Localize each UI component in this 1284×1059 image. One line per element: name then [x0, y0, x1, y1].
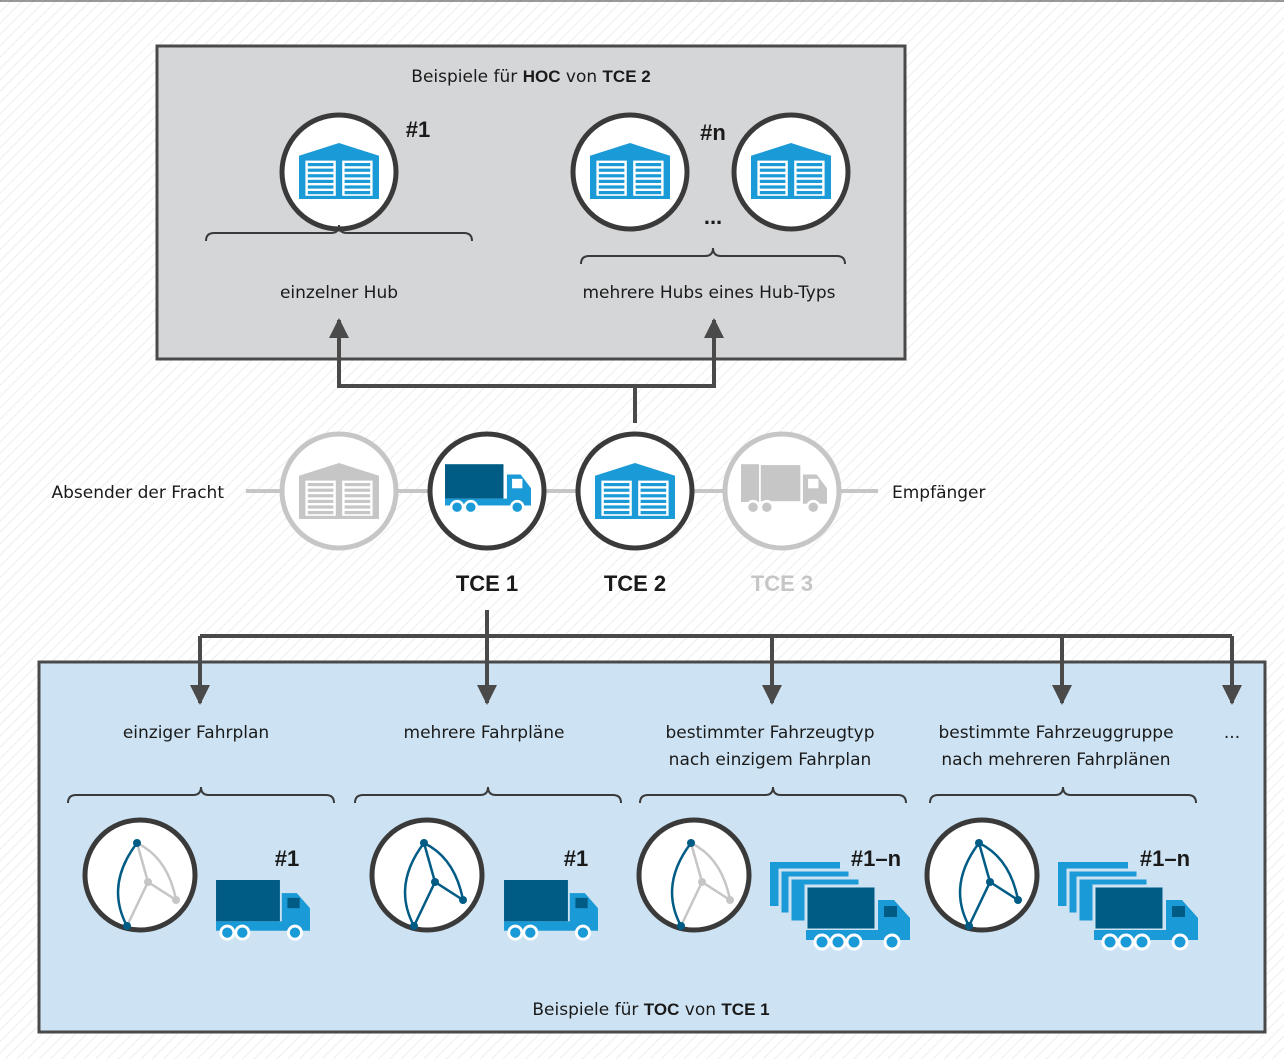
toc-item-4-label-line2: nach mehreren Fahrplänen	[941, 750, 1170, 770]
single-hub-label: einzelner Hub	[280, 283, 398, 303]
multi-hub-count: #n	[700, 120, 726, 145]
route-icon-1	[82, 817, 198, 933]
single-hub-icon	[279, 112, 399, 232]
sender-label: Absender der Fracht	[51, 483, 224, 503]
route-icon-4	[924, 817, 1040, 933]
route-icon-2	[369, 817, 485, 933]
hoc-connector	[329, 318, 724, 423]
toc-item-3-count: #1–n	[851, 846, 901, 871]
multi-hub-icon-1	[570, 112, 690, 232]
toc-item-1-label: einziger Fahrplan	[123, 723, 269, 743]
tce3-truck-icon	[722, 431, 842, 551]
tce1-truck-icon	[427, 431, 547, 551]
tce3-label: TCE 3	[751, 571, 813, 596]
route-icon-3	[636, 817, 752, 933]
toc-item-4-label-line1: bestimmte Fahrzeuggruppe	[938, 723, 1173, 743]
multi-hub-ellipsis: ...	[704, 204, 722, 229]
toc-item-1-count: #1	[275, 846, 299, 871]
multi-hub-icon-2	[731, 112, 851, 232]
single-hub-count: #1	[406, 117, 430, 142]
toc-item-3-label-line1: bestimmter Fahrzeugtyp	[666, 723, 875, 743]
tce2-label: TCE 2	[604, 571, 666, 596]
toc-braces	[67, 786, 1197, 804]
toc-item-4-count: #1–n	[1140, 846, 1190, 871]
multi-hub-brace	[580, 247, 846, 265]
receiver-label: Empfänger	[892, 483, 986, 503]
toc-item-3-label-line2: nach einzigem Fahrplan	[669, 750, 872, 770]
single-hub-brace	[205, 224, 473, 242]
toc-item-2-label: mehrere Fahrpläne	[404, 723, 565, 743]
tce2-hub-icon	[575, 431, 695, 551]
toc-more-ellipsis: ...	[1224, 723, 1240, 743]
toc-item-2-count: #1	[564, 846, 588, 871]
tce1-label: TCE 1	[456, 571, 518, 596]
hoc-title: Beispiele für HOC von TCE 2	[411, 67, 650, 87]
sender-hub-icon	[279, 431, 399, 551]
multi-hub-label: mehrere Hubs eines Hub-Typs	[583, 283, 836, 303]
toc-footer: Beispiele für TOC von TCE 1	[532, 1000, 769, 1020]
toc-connector	[190, 610, 1242, 705]
